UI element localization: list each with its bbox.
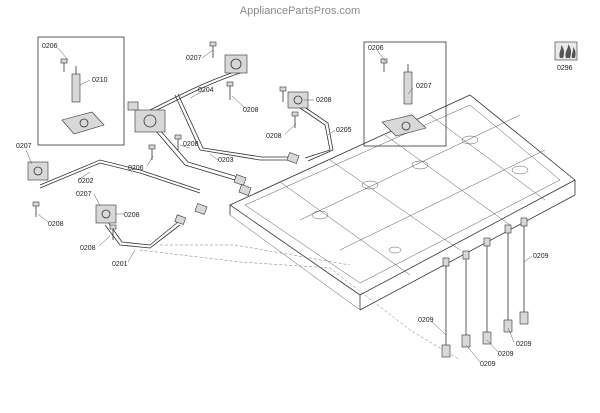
- label-0208-bottom-left-2: 0208: [80, 245, 96, 252]
- label-0210: 0210: [92, 77, 108, 84]
- label-0203: 0203: [218, 157, 234, 164]
- label-0207-right: 0207: [416, 83, 432, 90]
- detail-right-thermocouple: [381, 64, 427, 137]
- label-0296: 0296: [557, 65, 573, 72]
- label-0206-a: 0206: [42, 43, 58, 50]
- gas-tubes: [39, 69, 334, 249]
- label-0209-bottom-1: 0209: [418, 317, 434, 324]
- tube-fittings: [174, 152, 300, 225]
- label-0204: 0204: [198, 87, 214, 94]
- label-0208-left: 0208: [48, 221, 64, 228]
- label-0209-right: 0209: [533, 253, 549, 260]
- label-0208-right-1: 0208: [316, 97, 332, 104]
- cooktop-frame: [229, 94, 576, 311]
- leader-dashed-1: [139, 249, 461, 361]
- flame-icon: [554, 41, 578, 61]
- leader-dashed-2: [160, 244, 351, 266]
- valve-assembly-top: [224, 54, 248, 74]
- label-0209-bottom-3: 0209: [498, 351, 514, 358]
- detail-box-right: [363, 41, 447, 147]
- label-0207-top: 0207: [186, 55, 202, 62]
- detail-left-thermocouple: [61, 66, 105, 135]
- label-0209-bottom-4: 0209: [516, 341, 532, 348]
- watermark: AppliancePartsPros.com: [240, 5, 360, 17]
- label-0205: 0205: [336, 127, 352, 134]
- valve-assembly-center: [127, 101, 166, 133]
- label-0209-bottom-2: 0209: [480, 361, 496, 368]
- ignition-wires: [441, 217, 529, 358]
- valve-assembly-left: [27, 161, 49, 181]
- label-0208-bottom-left-1: 0208: [124, 212, 140, 219]
- label-0208-right-2: 0208: [266, 133, 282, 140]
- label-0201: 0201: [112, 261, 128, 268]
- label-0206-c: 0206: [128, 165, 144, 172]
- detail-box-left: [37, 36, 125, 146]
- part-labels: 0206 0210 0207 0208 0204 0206 0207 0208 …: [16, 43, 573, 368]
- label-0208-top: 0208: [243, 107, 259, 114]
- label-0207-bottom-left: 0207: [76, 191, 92, 198]
- leader-lines: [25, 47, 533, 363]
- label-0208-middle: 0208: [183, 141, 199, 148]
- label-0206-b: 0206: [368, 45, 384, 52]
- valve-assembly-bottom-left: [95, 204, 117, 224]
- screws: [32, 41, 388, 240]
- label-0207-left: 0207: [16, 143, 32, 150]
- label-0202: 0202: [78, 178, 94, 185]
